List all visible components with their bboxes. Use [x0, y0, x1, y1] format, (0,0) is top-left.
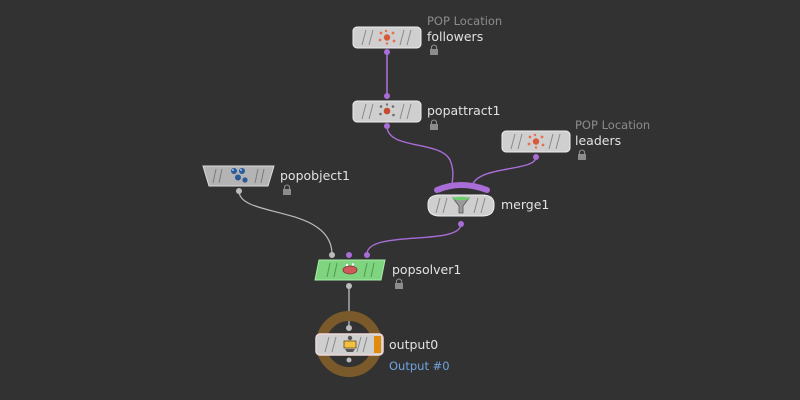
node-merge1[interactable]	[427, 182, 495, 227]
lock-icon	[395, 278, 403, 289]
node-type-label-followers: POP Location	[427, 14, 503, 28]
wire-popattract1-merge1[interactable]	[386, 125, 454, 187]
output-index-label: Output #0	[389, 359, 450, 373]
pop-location-icon	[527, 133, 545, 149]
node-name-popobject1[interactable]: popobject1	[280, 168, 350, 183]
pop-solver-icon	[342, 263, 358, 275]
wire-leaders-merge1[interactable]	[471, 156, 537, 187]
node-followers[interactable]	[352, 26, 422, 55]
node-popattract1[interactable]	[352, 93, 422, 129]
node-name-merge1[interactable]: merge1	[501, 197, 550, 212]
wire-merge1-popsolver1[interactable]	[366, 223, 462, 254]
lock-icon	[430, 119, 438, 130]
node-name-output0[interactable]: output0	[389, 337, 439, 352]
pop-attract-icon	[379, 103, 395, 117]
node-output0[interactable]	[315, 311, 384, 377]
output-flag[interactable]	[374, 336, 381, 353]
lock-icon	[578, 149, 586, 160]
pop-object-icon	[231, 168, 248, 183]
lock-icon	[430, 44, 438, 55]
node-popsolver1[interactable]	[314, 252, 386, 289]
output-icon	[343, 335, 357, 352]
node-popobject1[interactable]	[202, 165, 275, 194]
pop-location-icon	[378, 29, 396, 45]
wire-popobject1-popsolver1[interactable]	[238, 190, 333, 254]
node-name-popsolver1[interactable]: popsolver1	[392, 262, 462, 277]
node-name-followers[interactable]: followers	[427, 29, 484, 44]
lock-icon	[283, 184, 291, 195]
node-name-leaders[interactable]: leaders	[575, 133, 622, 148]
node-type-label-leaders: POP Location	[575, 118, 651, 132]
node-name-popattract1[interactable]: popattract1	[427, 103, 501, 118]
merge-funnel-icon	[452, 196, 470, 214]
node-leaders[interactable]	[501, 130, 571, 160]
